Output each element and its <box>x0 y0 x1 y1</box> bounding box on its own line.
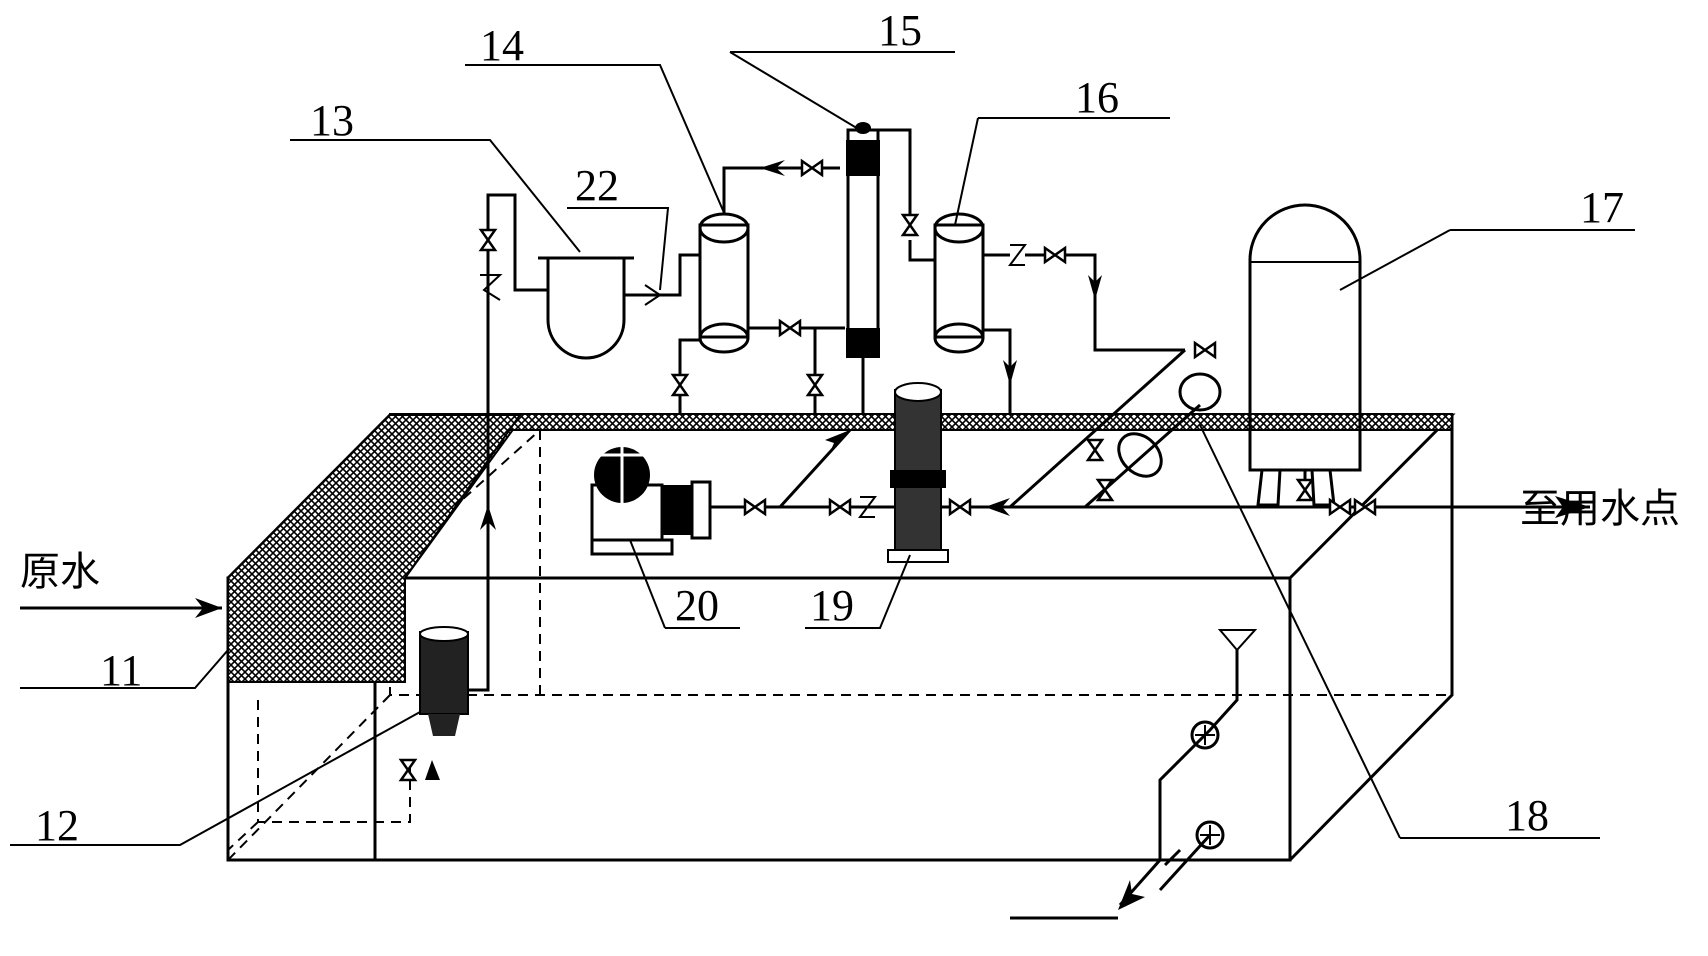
label-17: 17 <box>1580 183 1624 232</box>
leader-22 <box>567 207 670 291</box>
tank-right-face <box>1288 415 1454 862</box>
label-13: 13 <box>310 96 354 145</box>
leader-17 <box>1339 229 1451 291</box>
outlet-pipeline <box>710 341 1590 518</box>
leader-20 <box>629 539 666 629</box>
submersible-pump <box>399 430 496 782</box>
raw-water-inlet <box>20 598 222 618</box>
leader-13 <box>290 139 581 253</box>
label-to-use-point: 至用水点 <box>1520 486 1680 532</box>
riser-pipe <box>479 193 548 430</box>
label-20: 20 <box>675 581 719 630</box>
label-16: 16 <box>1075 73 1119 122</box>
tank-front-face <box>226 576 1292 862</box>
column-15 <box>846 122 919 415</box>
vessel-13 <box>538 253 700 360</box>
tank-16 <box>908 212 1185 415</box>
leader-19 <box>805 554 911 629</box>
label-14: 14 <box>480 21 524 70</box>
leader-11 <box>20 649 229 689</box>
label-19: 19 <box>810 581 854 630</box>
label-18: 18 <box>1505 791 1549 840</box>
pump-20 <box>590 445 712 556</box>
drain-pipe <box>1010 629 1258 920</box>
pressure-tank-17 <box>1248 203 1362 507</box>
label-12: 12 <box>35 801 79 850</box>
label-15: 15 <box>878 6 922 55</box>
leader-lines <box>10 51 1635 846</box>
tank-14 <box>671 159 845 415</box>
leader-15b <box>729 51 861 131</box>
leader-14 <box>465 64 726 216</box>
leader-12 <box>10 711 421 846</box>
label-22: 22 <box>575 161 619 210</box>
pump-19 <box>887 382 949 563</box>
leader-18 <box>1199 424 1401 839</box>
label-raw-water: 原水 <box>20 549 100 595</box>
label-11: 11 <box>100 646 142 695</box>
leader-16 <box>954 117 979 226</box>
